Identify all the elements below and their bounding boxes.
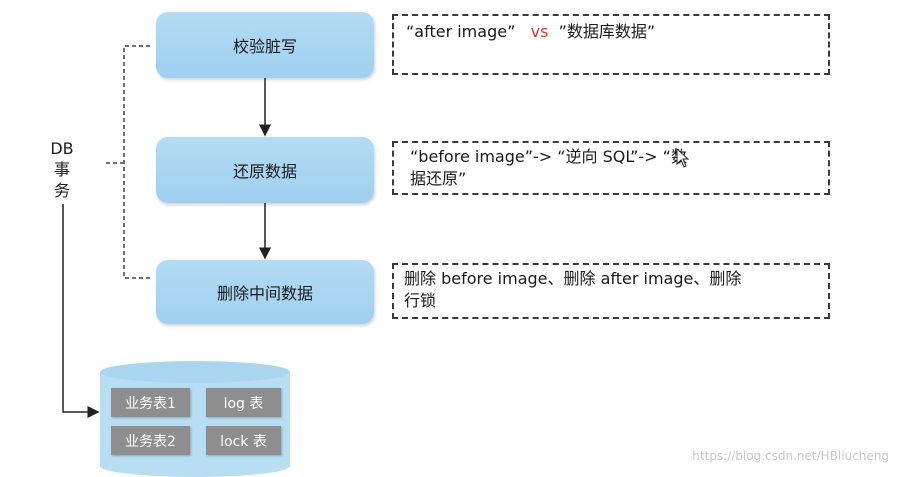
note-delete-intermediate-data: 删除 before image、删除 after image、删除 行锁 — [392, 263, 830, 319]
table-business-1: 业务表1 — [111, 388, 190, 417]
db-transaction-bracket — [106, 45, 150, 279]
db-label-line: DB — [50, 139, 74, 158]
table-label: lock 表 — [220, 433, 267, 450]
table-business-2: 业务表2 — [111, 426, 190, 455]
db-label-line: 务 — [53, 181, 70, 200]
note-text: ”数据库数据” — [558, 22, 656, 41]
step-label: 还原数据 — [232, 162, 297, 181]
note-check-dirty-write: “after image” vs ”数据库数据” — [392, 14, 830, 75]
note-restore-data: “before image”-> “逆向 SQL”-> “数 据还原” — [392, 141, 830, 195]
watermark: https://blog.csdn.net/HBliucheng — [692, 449, 889, 463]
table-label: 业务表1 — [125, 395, 176, 412]
db-label-line: 事 — [53, 160, 70, 179]
step-label: 校验脏写 — [232, 37, 297, 56]
db-transaction-arrow — [62, 204, 100, 418]
note-line: 据还原” — [410, 169, 467, 188]
note-line: 行锁 — [404, 291, 437, 310]
table-label: log 表 — [223, 395, 264, 412]
note-text: “after image” — [406, 22, 516, 41]
vs-text: vs — [530, 22, 549, 41]
table-log: log 表 — [206, 388, 281, 417]
step-delete-intermediate-data: 删除中间数据 — [156, 260, 374, 324]
mouse-cursor-icon — [676, 148, 690, 168]
step-restore-data: 还原数据 — [156, 137, 374, 203]
step-check-dirty-write: 校验脏写 — [156, 12, 374, 78]
db-transaction-label: DB 事 务 — [44, 138, 80, 201]
table-lock: lock 表 — [206, 426, 281, 455]
note-line: 删除 before image、删除 after image、删除 — [404, 269, 742, 288]
note-line: “before image”-> “逆向 SQL”-> “数 — [410, 147, 687, 166]
database-cylinder-base — [100, 455, 290, 477]
step-label: 删除中间数据 — [216, 284, 313, 303]
database-cylinder-top — [100, 361, 290, 383]
table-label: 业务表2 — [125, 433, 176, 450]
